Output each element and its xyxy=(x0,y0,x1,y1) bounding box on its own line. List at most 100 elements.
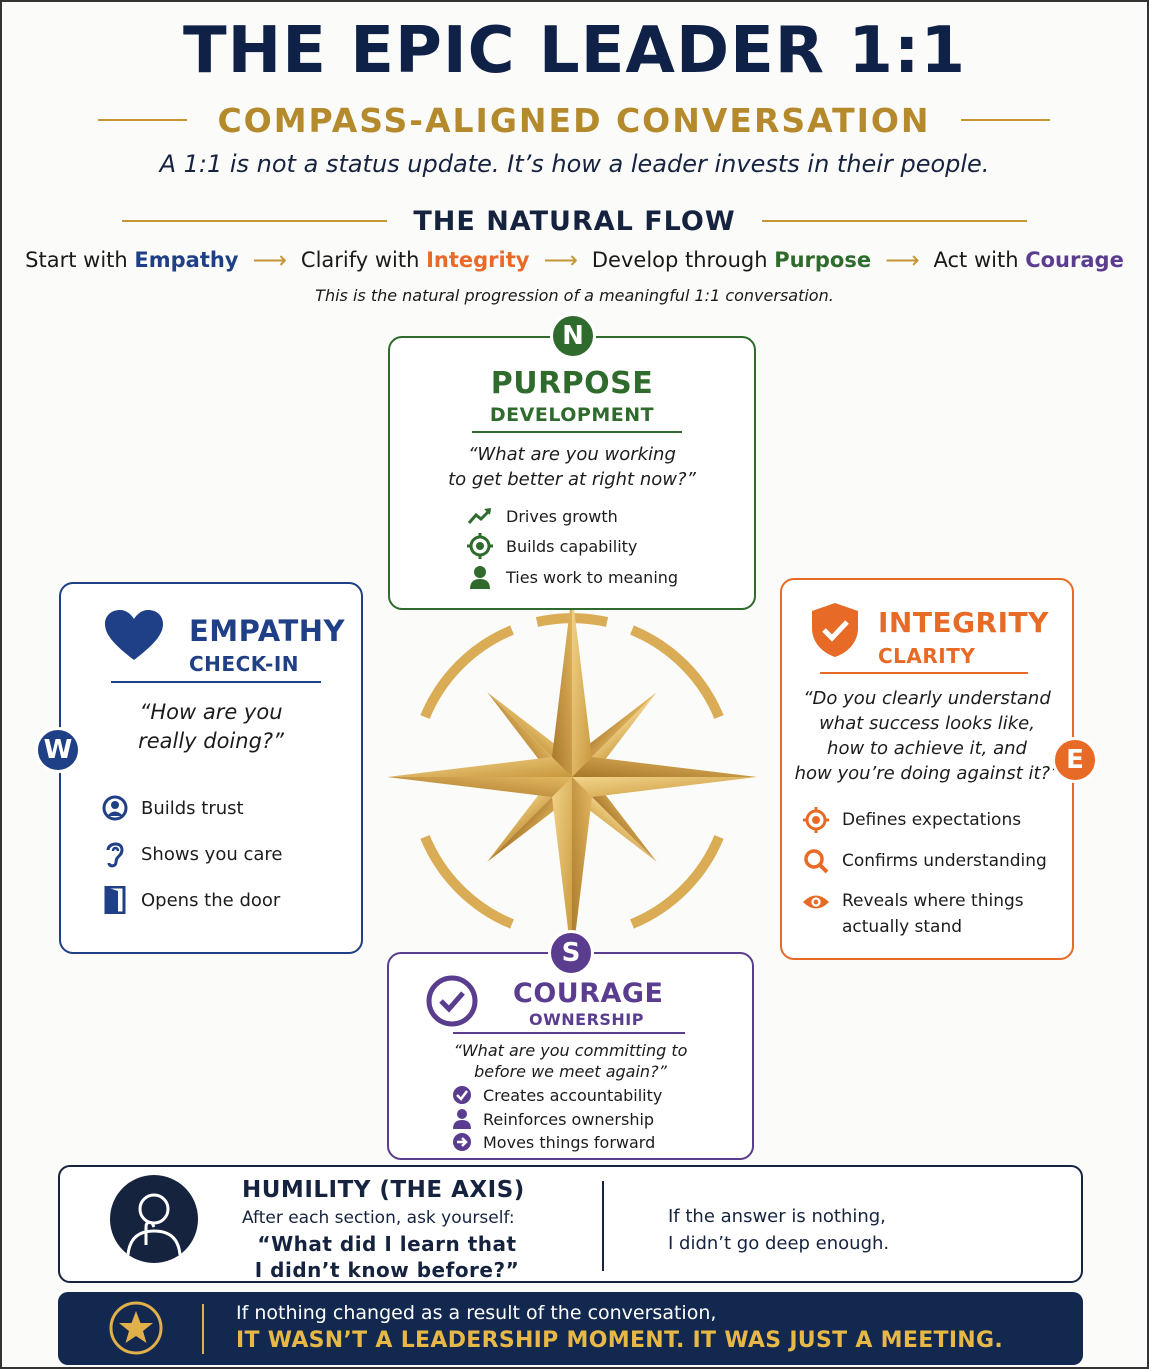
flow-title-row: THE NATURAL FLOW xyxy=(122,204,1027,238)
quote-line: how to achieve it, and xyxy=(827,738,1027,759)
quote-line: what success looks like, xyxy=(819,713,1035,734)
question-line: I didn’t know before?” xyxy=(254,1258,520,1282)
item-label: Shows you care xyxy=(141,843,283,865)
empathy-subtitle: CHECK-IN xyxy=(189,652,299,676)
eye-icon xyxy=(802,888,830,916)
note-line: If the answer is nothing, xyxy=(668,1206,886,1227)
integrity-item-expectations: Defines expectations xyxy=(802,806,1021,834)
quote-line: “Do you clearly understand xyxy=(803,688,1051,709)
arrow-right-icon: ⟶ xyxy=(885,246,920,274)
user-circle-icon xyxy=(101,794,129,822)
empathy-item-care: Shows you care xyxy=(101,840,282,868)
note-line: I didn’t go deep enough. xyxy=(668,1233,890,1254)
flow-step-empathy: Start with Empathy xyxy=(25,248,238,272)
purpose-item-meaning: Ties work to meaning xyxy=(466,563,678,591)
humility-prompt: After each section, ask yourself: xyxy=(242,1208,515,1228)
flow-step-keyword: Courage xyxy=(1025,248,1124,272)
empathy-title: EMPATHY xyxy=(189,614,346,648)
purpose-item-capability: Builds capability xyxy=(466,532,637,560)
flow-step-purpose: Develop through Purpose xyxy=(592,248,871,272)
item-label: Builds trust xyxy=(141,797,244,819)
compass-rose-icon xyxy=(387,592,757,962)
purpose-quote: “What are you working to get better at r… xyxy=(390,442,754,492)
arrow-circle-right-icon xyxy=(451,1131,473,1153)
flow-step-prefix: Act with xyxy=(933,248,1019,272)
banner-divider xyxy=(202,1304,204,1354)
integrity-item-understanding: Confirms understanding xyxy=(802,847,1047,875)
flow-step-keyword: Integrity xyxy=(426,248,530,272)
item-label: Moves things forward xyxy=(483,1132,656,1152)
question-line: “What did I learn that xyxy=(257,1232,517,1256)
quote-line: how you’re doing against it?” xyxy=(794,763,1060,784)
purpose-title: PURPOSE xyxy=(490,366,654,401)
courage-item-accountability: Creates accountability xyxy=(451,1084,662,1106)
item-label: Defines expectations xyxy=(842,810,1022,830)
quote-line: to get better at right now?” xyxy=(448,469,696,490)
courage-title: COURAGE xyxy=(513,978,664,1009)
east-badge: E xyxy=(1052,737,1098,783)
page-subtitle: COMPASS-ALIGNED CONVERSATION xyxy=(217,100,931,140)
humility-panel: HUMILITY (THE AXIS) After each section, … xyxy=(58,1165,1083,1283)
south-badge: S xyxy=(548,930,594,976)
flow-step-prefix: Clarify with xyxy=(300,248,420,272)
courage-divider xyxy=(453,1032,685,1034)
purpose-card: PURPOSE DEVELOPMENT “What are you workin… xyxy=(388,336,756,610)
courage-subtitle: OWNERSHIP xyxy=(529,1010,644,1029)
flow-step-prefix: Develop through xyxy=(591,248,768,272)
item-label: Confirms understanding xyxy=(842,851,1047,871)
divider-left xyxy=(122,220,388,222)
banner-line2: IT WASN’T A LEADERSHIP MOMENT. IT WAS JU… xyxy=(236,1328,1004,1353)
courage-card: COURAGE OWNERSHIP “What are you committi… xyxy=(387,952,754,1160)
integrity-title: INTEGRITY xyxy=(878,606,1049,639)
item-label: Opens the door xyxy=(141,889,281,911)
flow-step-keyword: Empathy xyxy=(134,248,239,272)
purpose-subtitle: DEVELOPMENT xyxy=(489,404,655,426)
divider-right xyxy=(761,220,1027,222)
quote-line: really doing?” xyxy=(138,729,284,753)
closing-banner: If nothing changed as a result of the co… xyxy=(58,1292,1083,1365)
flow-steps: Start with Empathy ⟶ Clarify with Integr… xyxy=(0,246,1149,274)
trending-up-icon xyxy=(466,502,494,530)
divider-right xyxy=(960,119,1050,121)
flow-step-keyword: Purpose xyxy=(774,248,872,272)
item-label: Ties work to meaning xyxy=(506,567,679,587)
flow-title: THE NATURAL FLOW xyxy=(413,205,736,237)
item-label: Builds capability xyxy=(506,536,638,556)
person-icon xyxy=(451,1108,473,1130)
integrity-subtitle: CLARITY xyxy=(878,644,976,668)
purpose-divider xyxy=(472,431,682,433)
north-badge: N xyxy=(550,313,596,359)
integrity-divider xyxy=(820,672,1028,674)
quote-line: before we meet again?” xyxy=(474,1062,667,1081)
tagline: A 1:1 is not a status update. It’s how a… xyxy=(159,150,990,178)
target-icon xyxy=(802,806,830,834)
empathy-card: EMPATHY CHECK-IN “How are you really doi… xyxy=(59,582,363,954)
empathy-item-door: Opens the door xyxy=(101,886,280,914)
item-label-line: Reveals where things xyxy=(842,891,1024,911)
integrity-quote: “Do you clearly understand what success … xyxy=(782,686,1072,786)
flow-step-prefix: Start with xyxy=(25,248,128,272)
target-icon xyxy=(466,532,494,560)
check-circle-icon xyxy=(426,975,478,1027)
door-icon xyxy=(101,886,129,914)
empathy-divider xyxy=(111,681,321,683)
arrow-right-icon: ⟶ xyxy=(252,246,287,274)
quote-line: “How are you xyxy=(139,700,283,724)
west-badge: W xyxy=(35,727,81,773)
humility-note: If the answer is nothing, I didn’t go de… xyxy=(668,1203,889,1257)
ear-icon xyxy=(101,840,129,868)
thinking-person-icon xyxy=(110,1175,198,1263)
person-icon xyxy=(466,563,494,591)
subtitle-row: COMPASS-ALIGNED CONVERSATION xyxy=(98,100,1050,140)
courage-item-ownership: Reinforces ownership xyxy=(451,1108,654,1130)
humility-question: “What did I learn that I didn’t know bef… xyxy=(242,1231,532,1283)
flow-step-courage: Act with Courage xyxy=(934,248,1124,272)
empathy-quote: “How are you really doing?” xyxy=(61,698,361,756)
banner-line1: If nothing changed as a result of the co… xyxy=(236,1302,717,1324)
humility-divider xyxy=(602,1181,604,1271)
courage-quote: “What are you committing to before we me… xyxy=(389,1040,752,1082)
flow-step-integrity: Clarify with Integrity xyxy=(301,248,530,272)
